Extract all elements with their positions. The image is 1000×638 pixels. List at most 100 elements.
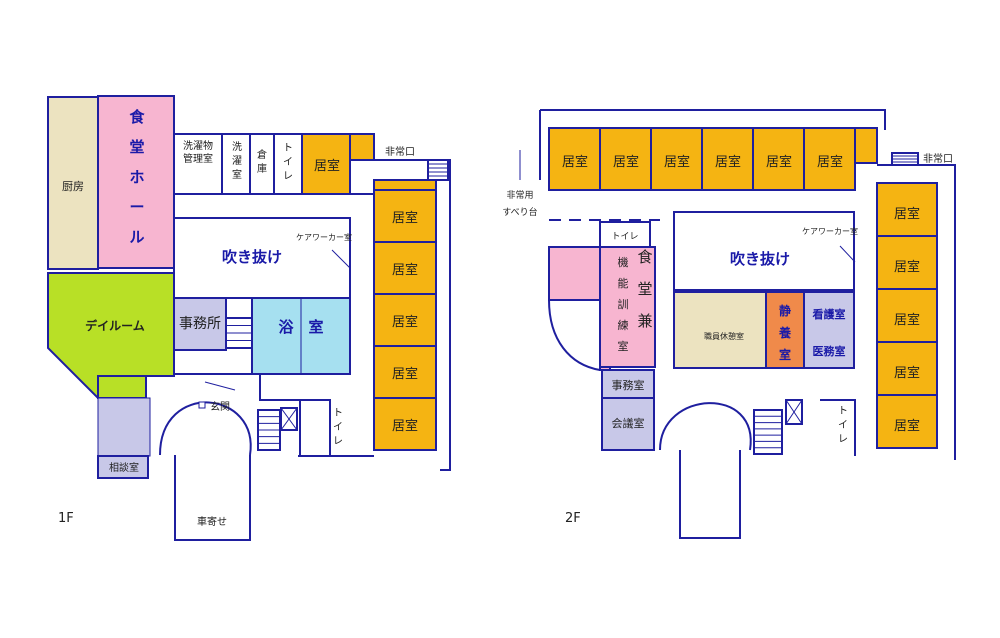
entrance-label: 玄関	[210, 400, 230, 413]
toilet-label: レ	[838, 434, 848, 445]
storage-label: 倉	[257, 148, 267, 161]
elevator-cross	[280, 407, 298, 431]
consultation-label: 相談室	[109, 461, 139, 474]
room-label: 居室	[392, 366, 418, 382]
training-label: 能	[618, 276, 629, 290]
resident-room	[599, 127, 652, 191]
toilet-label: ト	[838, 406, 848, 417]
emergency-exit-label: 非常口	[923, 152, 953, 165]
laundry-label: 洗濯物	[183, 139, 213, 152]
dining-hall-label: ホ	[129, 168, 144, 186]
training-label: 室	[618, 339, 629, 353]
atrium-space	[673, 211, 855, 291]
consultation-room	[97, 455, 149, 479]
dining-hall-label: ー	[129, 198, 144, 216]
resident-room	[752, 127, 805, 191]
corridor-wall	[174, 373, 300, 401]
office-label: 事務所	[179, 316, 221, 332]
quiet-room-label: 室	[779, 347, 791, 362]
careworker-label: ケアワーカー室	[802, 226, 858, 236]
room-label: 居室	[715, 154, 741, 170]
room-label: 居室	[894, 259, 920, 275]
kitchen-label: 厨房	[62, 180, 84, 193]
toilet-label: イ	[283, 157, 293, 168]
lower-outline	[679, 450, 741, 539]
room-label: 居室	[894, 312, 920, 328]
toilet-label: イ	[838, 420, 848, 431]
wash-room-label: 室	[232, 168, 242, 181]
room-label: 居室	[664, 154, 690, 170]
dining-hall-label: 堂	[129, 138, 144, 156]
outer-wall	[374, 159, 451, 471]
dining-hall-room	[97, 95, 175, 269]
storage-label: 庫	[257, 162, 267, 175]
stairs-lower	[753, 409, 783, 455]
resident-room	[876, 394, 938, 449]
plan-layer: 厨房食堂ホールデイルーム洗濯物管理室洗濯室倉庫トイレ居室非常口吹き抜けケアワーカ…	[47, 95, 956, 541]
wash-room-label: 濯	[232, 155, 242, 167]
medical-label: 医務室	[813, 344, 846, 358]
resident-room	[650, 127, 703, 191]
ramp-line	[204, 381, 236, 391]
dining-label: 食	[637, 248, 652, 266]
staff-rest-label: 職員休憩室	[704, 331, 744, 341]
laundry-label: 管理室	[183, 152, 213, 165]
entrance-arc	[659, 402, 752, 451]
office-label: 事務室	[612, 378, 645, 392]
resident-room	[876, 182, 938, 237]
training-label: 訓	[618, 297, 629, 311]
room-label: 居室	[894, 206, 920, 222]
dining-hall-label: 食	[129, 108, 145, 126]
wash-room-label: 洗	[232, 141, 242, 153]
rounded-wall	[548, 299, 601, 371]
emergency-stairs	[427, 159, 449, 181]
dining-label: 堂	[637, 280, 652, 298]
resident-room	[373, 345, 437, 399]
outer-wall	[877, 164, 956, 460]
dining-label: 兼	[637, 312, 652, 330]
dining-hall-label: ル	[129, 228, 144, 246]
resident-room	[548, 127, 601, 191]
elevator-cross	[785, 399, 803, 425]
office-room	[173, 297, 227, 351]
toilet-label: トイレ	[611, 232, 638, 242]
meeting-room	[601, 397, 655, 451]
resident-room-top	[373, 179, 437, 191]
training-label: 機	[618, 255, 629, 269]
staff-rest-room	[673, 291, 767, 369]
toilet-label: イ	[333, 422, 343, 433]
resident-room	[876, 288, 938, 343]
slide-label: すべり台	[502, 206, 537, 218]
atrium-label: 吹き抜け	[730, 250, 790, 268]
door-swing	[839, 245, 856, 263]
room-label: 居室	[766, 154, 792, 170]
resident-room	[373, 241, 437, 295]
entrance-marker	[198, 401, 206, 409]
dayroom-label: デイルーム	[85, 318, 145, 333]
floor1-label: 1F	[58, 511, 74, 526]
atrium-label: 吹き抜け	[222, 248, 282, 266]
car-porch-outline	[174, 455, 251, 541]
toilet-label: レ	[333, 436, 343, 447]
room-label: 居室	[392, 210, 418, 226]
atrium-space	[173, 217, 351, 299]
car-porch-label: 車寄せ	[197, 515, 227, 528]
resident-room	[373, 397, 437, 451]
small-room	[854, 127, 878, 164]
nurse-label: 看護室	[813, 307, 846, 321]
toilet-label: ト	[283, 143, 293, 154]
room-label: 居室	[392, 314, 418, 330]
toilet-lower	[299, 399, 331, 457]
resident-room	[373, 293, 437, 347]
training-label: 練	[618, 318, 629, 332]
quiet-room-label: 養	[778, 325, 791, 340]
resident-room	[301, 133, 351, 195]
resident-room	[803, 127, 856, 191]
room-label: 居室	[314, 158, 340, 174]
room-label: 居室	[392, 262, 418, 278]
resident-room	[876, 341, 938, 396]
room-label: 居室	[894, 365, 920, 381]
small-room	[349, 133, 375, 161]
dining-combined-room	[599, 246, 656, 368]
